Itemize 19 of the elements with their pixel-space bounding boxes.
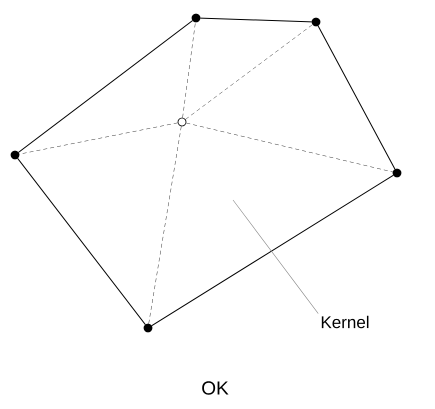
vertex-dot [312, 18, 320, 26]
polygon-edge [17, 158, 146, 325]
vertex-dot [10, 150, 20, 160]
dashed-line [182, 22, 196, 118]
dashed-line [185, 24, 313, 120]
polygon-edge [151, 174, 394, 326]
vertex-dot [192, 14, 200, 22]
polygon-edge [318, 25, 396, 170]
polygon-edge [200, 18, 312, 22]
polygon-edge [18, 20, 193, 153]
dashed-line [148, 126, 182, 324]
vertex-dot [392, 168, 402, 178]
dashed-line [186, 122, 393, 172]
leader-line [232, 200, 319, 314]
vertex-dot [144, 324, 152, 332]
caption-label: OK [202, 381, 229, 395]
center-point [178, 118, 186, 126]
dashed-line [19, 122, 178, 154]
kernel-label: Kernel [322, 316, 368, 328]
